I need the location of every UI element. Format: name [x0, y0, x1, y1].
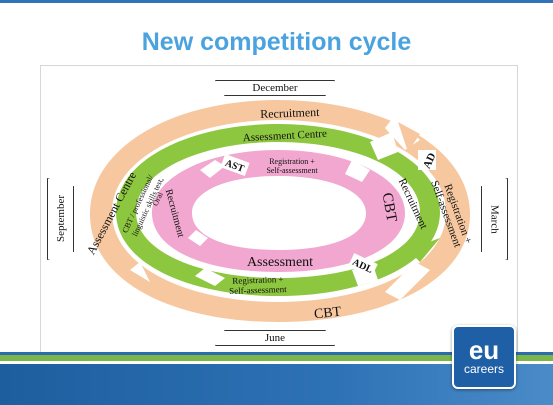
footer-stripe-blue [0, 352, 553, 355]
month-top-text: December [252, 82, 298, 94]
inner-cbt-text: CBT [379, 192, 400, 224]
outer-cbt-text: CBT [313, 305, 342, 323]
month-bottom-text: June [264, 332, 286, 344]
cycle-center [194, 177, 362, 249]
month-left-text: September [54, 195, 67, 243]
inner-assessment-text: Assessment [247, 255, 313, 270]
inner-ring-band [152, 150, 405, 272]
outer-arrow-head [398, 122, 420, 152]
logo-secondary-text: careers [463, 362, 504, 376]
middle-registration-text: Registration + [232, 274, 284, 286]
month-label-bottom: June [215, 330, 335, 346]
slide-title: New competition cycle [141, 28, 412, 56]
outer-recruitment-text: Recruitment [260, 105, 320, 121]
month-right-text: March [488, 204, 501, 234]
logo-primary-text: eu [468, 335, 500, 365]
middle-assessment-centre-text: Assessment Centre [243, 128, 328, 144]
footer-stripe-green [0, 355, 553, 361]
month-label-left: September [47, 178, 74, 260]
middle-self-assessment-text: Self-assessment [229, 284, 287, 296]
footer-stripe-white [0, 361, 553, 364]
inner-self-assessment-text: Self-assessment [266, 166, 318, 175]
inner-registration-text: Registration + [269, 157, 315, 166]
month-label-right: March [481, 178, 508, 260]
top-rule [0, 0, 553, 3]
badge-ad: AD [418, 150, 439, 171]
month-label-top: December [215, 80, 335, 96]
middle-arrow-head [408, 238, 440, 262]
eu-careers-logo: eu careers [452, 325, 516, 389]
